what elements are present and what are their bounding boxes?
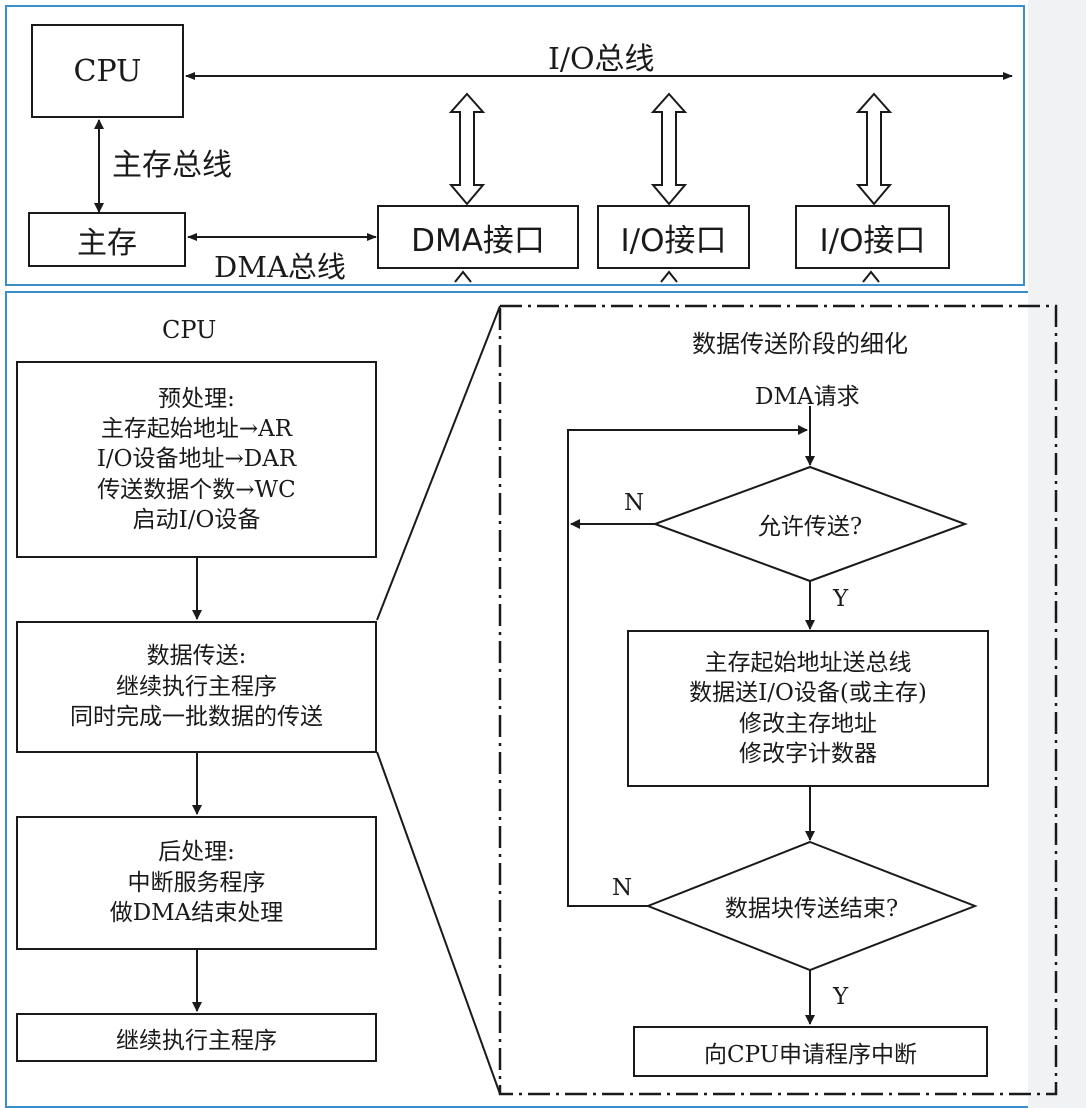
cpu-column-title: CPU [162,316,217,344]
data-transfer-text: 数据传送: 继续执行主程序 同时完成一批数据的传送 [70,643,323,731]
cut-arrow-tip-io-1 [660,270,678,283]
resume-main-program-box: 继续执行主程序 [16,1013,377,1062]
main-memory-box: 主存 [28,212,186,267]
interrupt-request-text: 向CPU申请程序中断 [703,1041,918,1068]
preprocess-box: 预处理: 主存起始地址→AR I/O设备地址→DAR 传送数据个数→WC 启动I… [16,361,377,558]
cut-arrow-tip-dma [454,270,472,283]
main-bus-label: 主存总线 [112,148,232,183]
io-bus-label: I/O总线 [548,42,655,77]
process-text: 主存起始地址送总线 数据送I/O设备(或主存) 修改主存地址 修改字计数器 [628,631,988,786]
dma-interface-label: DMA接口 [411,222,545,259]
postprocess-box: 后处理: 中断服务程序 做DMA结束处理 [16,816,377,950]
allow-transfer-question: 允许传送? [757,514,863,540]
detail-frame [498,304,1058,1096]
cpu-label: CPU [73,53,142,89]
interrupt-request-box: 向CPU申请程序中断 [633,1026,988,1077]
block-end-question: 数据块传送结束? [724,896,899,922]
process-lines: 主存起始地址送总线 数据送I/O设备(或主存) 修改主存地址 修改字计数器 [689,649,927,767]
hollow-double-arrow-io-2 [855,92,893,206]
io-interface-1-label: I/O接口 [620,222,727,259]
preprocess-text: 预处理: 主存起始地址→AR I/O设备地址→DAR 传送数据个数→WC 启动I… [96,385,297,534]
allow-no-label: N [624,490,645,516]
io-interface-1-box: I/O接口 [597,205,750,269]
zoom-connector-top [376,305,501,621]
hollow-double-arrow-dma [448,92,486,206]
detail-title: 数据传送阶段的细化 [692,330,908,358]
resume-main-program-text: 继续执行主程序 [116,1027,277,1054]
io-interface-2-label: I/O接口 [819,222,926,259]
cpu-box: CPU [31,24,184,118]
io-interface-2-box: I/O接口 [795,205,950,269]
main-memory-label: 主存 [77,225,137,261]
dma-bus-label: DMA总线 [214,250,346,284]
data-transfer-box: 数据传送: 继续执行主程序 同时完成一批数据的传送 [16,621,377,753]
dma-interface-box: DMA接口 [377,205,579,269]
postprocess-text: 后处理: 中断服务程序 做DMA结束处理 [109,839,284,927]
dma-request-label: DMA请求 [755,384,860,410]
loop-end-no [567,425,808,907]
end-no-label: N [612,875,633,901]
end-yes-label: Y [833,984,849,1010]
zoom-connector-bottom [376,751,501,1095]
cut-arrow-tip-io-2 [862,270,880,283]
hollow-double-arrow-io-1 [650,92,688,206]
allow-yes-label: Y [833,586,849,612]
process-box [627,630,989,787]
side-stripe [1028,0,1086,1108]
